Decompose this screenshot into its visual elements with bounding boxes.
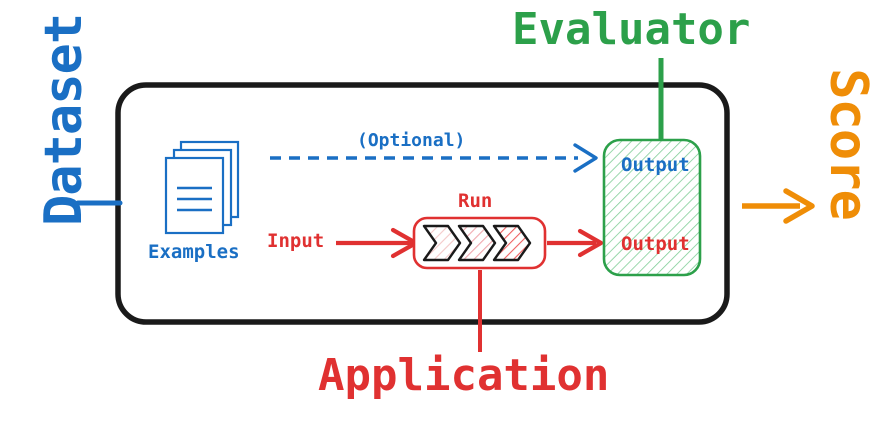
application-label: Application bbox=[318, 350, 610, 401]
evaluator-label: Evaluator bbox=[512, 4, 751, 55]
chevron-3 bbox=[492, 224, 532, 262]
chevron-1 bbox=[422, 224, 462, 262]
optional-edge bbox=[270, 143, 598, 173]
output-top-label: Output bbox=[621, 154, 690, 176]
evaluator-output-box bbox=[602, 138, 702, 277]
examples-label: Examples bbox=[148, 241, 240, 263]
score-label: Score bbox=[818, 68, 878, 220]
chevron-2 bbox=[457, 224, 497, 262]
examples-icon bbox=[164, 140, 240, 235]
output-bottom-label: Output bbox=[621, 233, 690, 255]
score-edge bbox=[742, 188, 815, 224]
dataset-label: Dataset bbox=[34, 13, 94, 226]
input-label: Input bbox=[267, 230, 325, 252]
input-edge bbox=[336, 227, 419, 259]
run-label: Run bbox=[458, 190, 493, 212]
pipeline-chevrons bbox=[422, 224, 532, 262]
optional-label: (Optional) bbox=[357, 130, 466, 151]
run-output-edge bbox=[547, 228, 604, 258]
